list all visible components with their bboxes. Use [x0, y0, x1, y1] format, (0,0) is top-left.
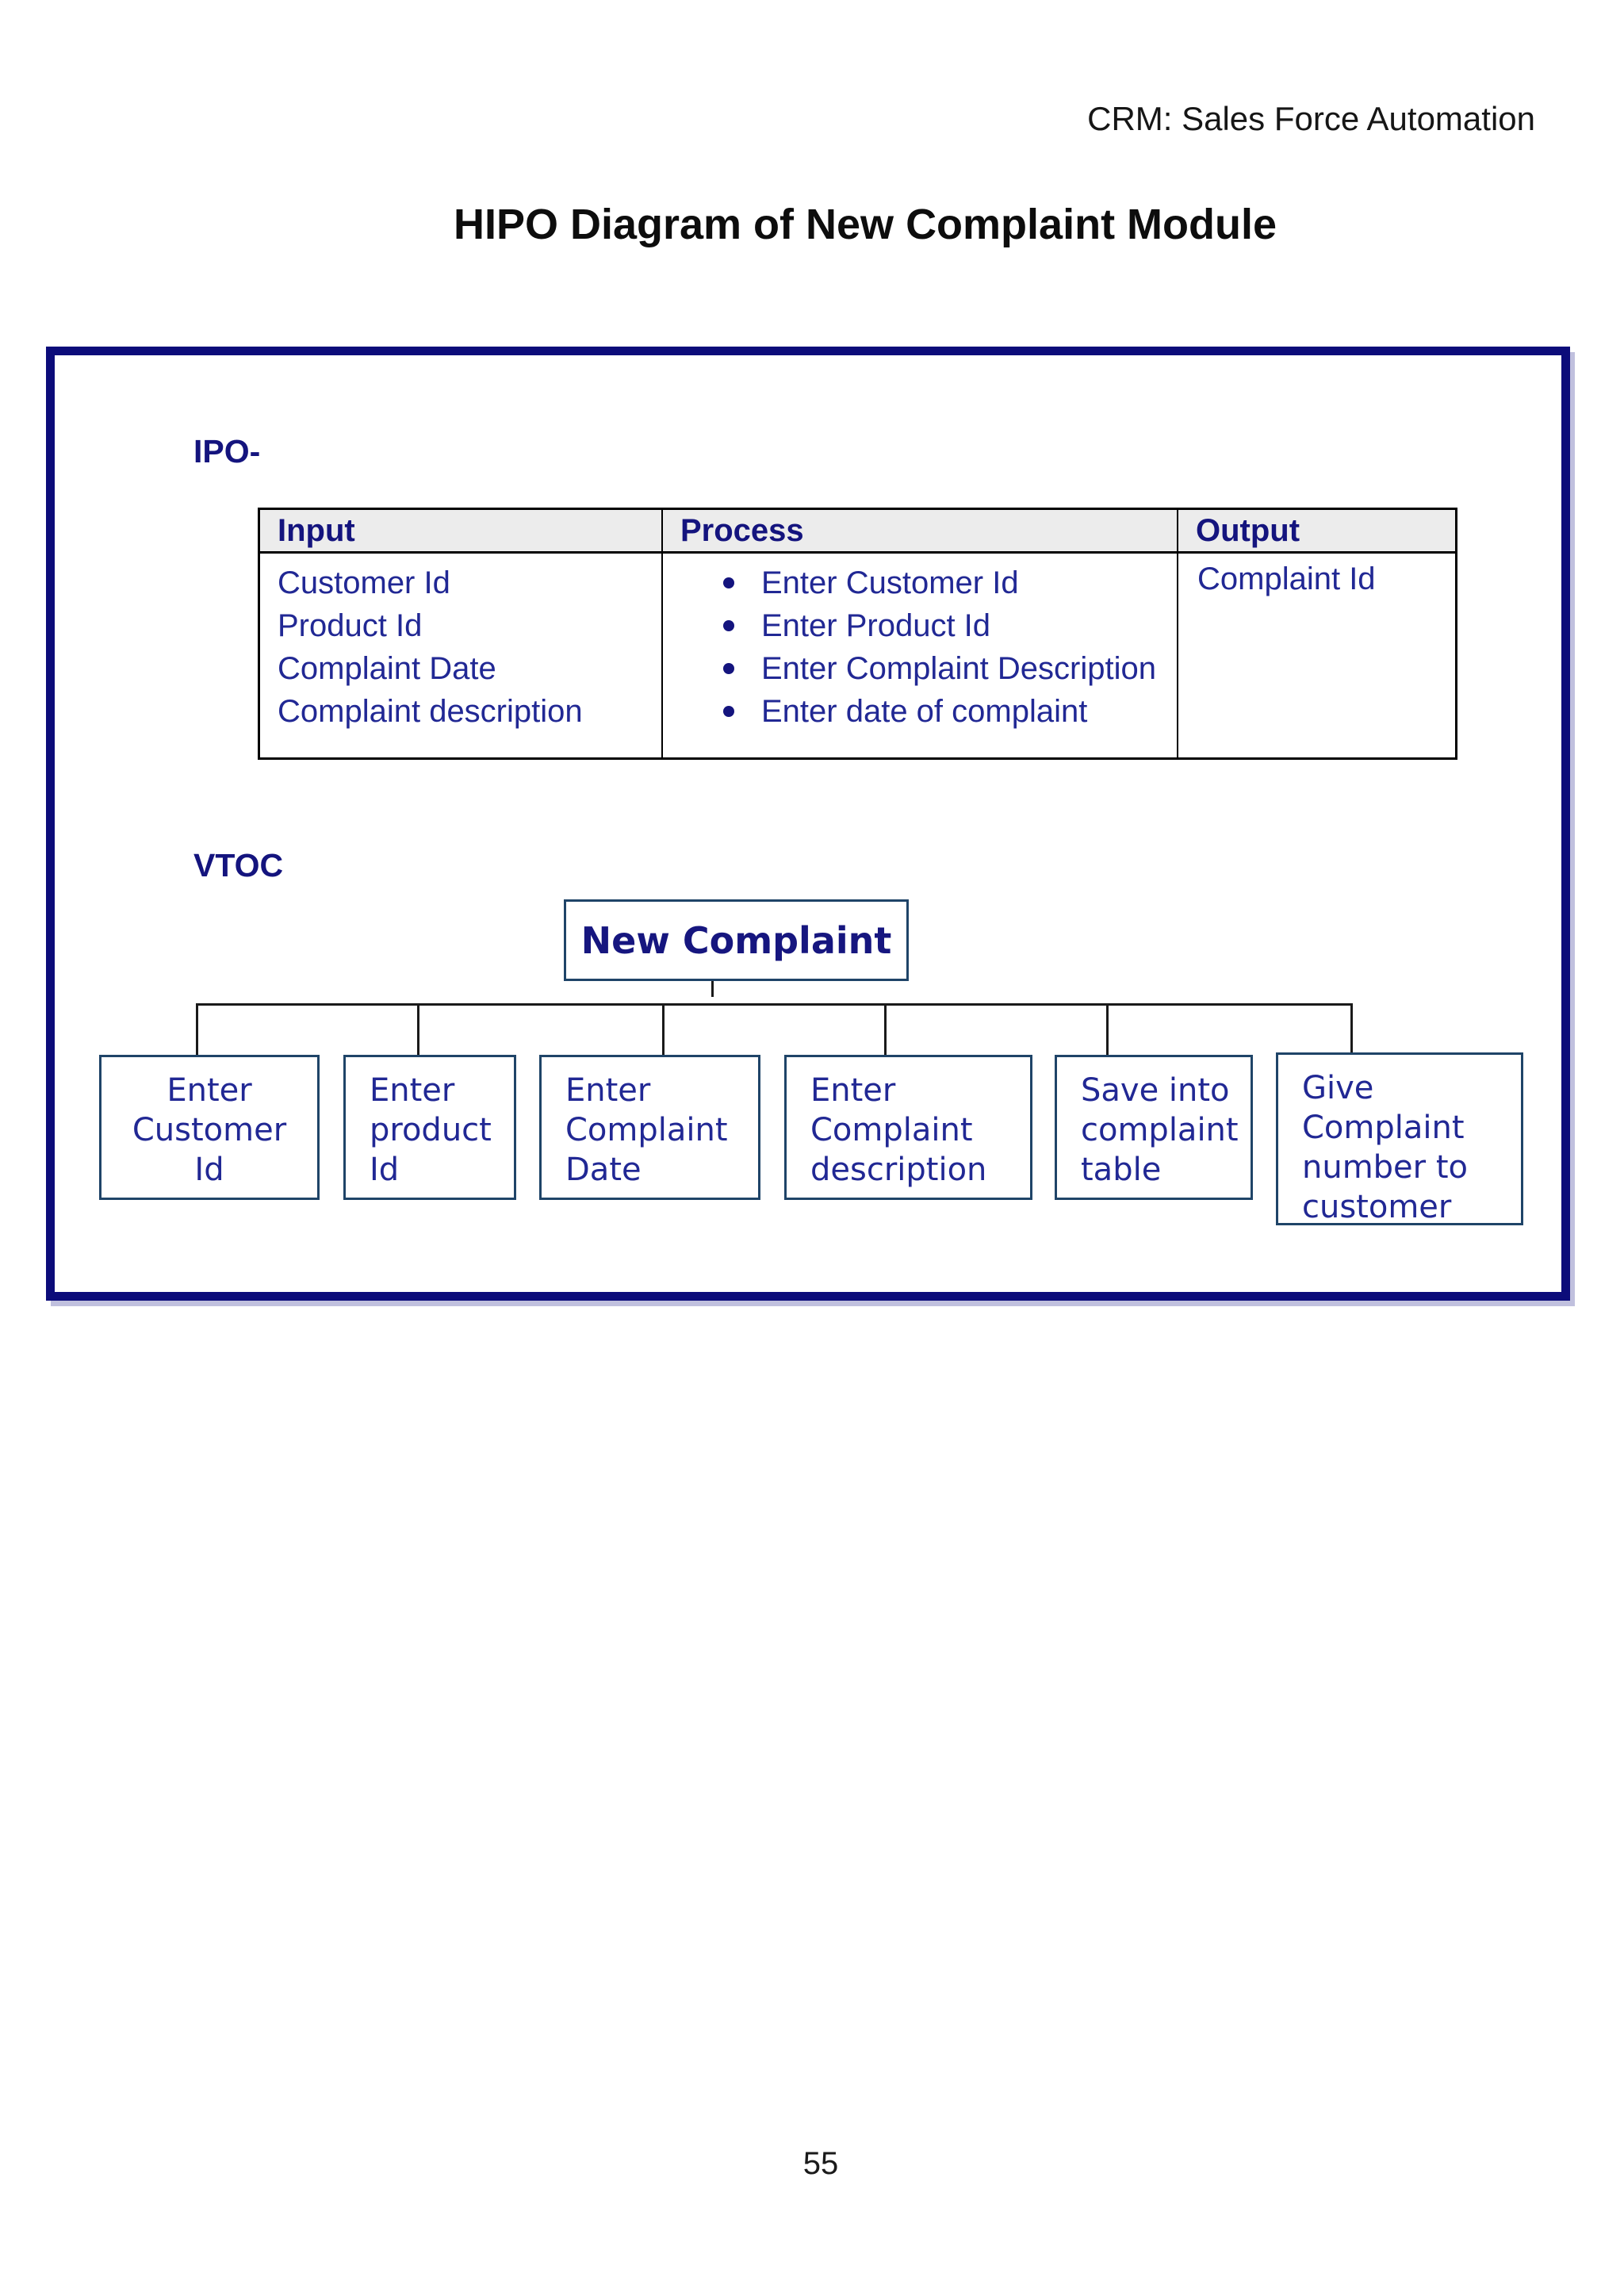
vtoc-child-box-enter-complaint-description: Enter Complaint description — [784, 1055, 1032, 1200]
vtoc-child-box-give-complaint-number: Give Complaint number to customer — [1276, 1052, 1523, 1225]
process-item: Enter date of complaint — [663, 690, 1177, 733]
output-cell: Complaint Id — [1177, 554, 1455, 757]
connector-horizontal — [196, 1003, 1353, 1006]
output-item: Complaint Id — [1197, 562, 1376, 596]
vtoc-child-label: Enter product Id — [370, 1072, 492, 1188]
process-item: Enter Complaint Description — [663, 647, 1177, 690]
vtoc-child-label: Enter Complaint description — [810, 1072, 987, 1188]
diagram-frame: IPO- Input Process Output Customer Id Pr… — [46, 347, 1570, 1301]
process-cell: Enter Customer Id Enter Product Id Enter… — [661, 554, 1177, 757]
ipo-table-body-row: Customer Id Product Id Complaint Date Co… — [260, 554, 1455, 757]
input-cell: Customer Id Product Id Complaint Date Co… — [260, 554, 661, 757]
connector-stub — [662, 1006, 665, 1055]
connector-stub — [417, 1006, 419, 1055]
column-header-input: Input — [278, 513, 355, 548]
vtoc-child-label: Enter Customer Id — [132, 1072, 287, 1188]
input-items-list: Customer Id Product Id Complaint Date Co… — [260, 562, 661, 733]
connector-stub — [1350, 1006, 1353, 1052]
input-item: Complaint Date — [278, 651, 496, 686]
input-item: Customer Id — [278, 565, 450, 600]
vtoc-child-label: Save into complaint table — [1081, 1072, 1239, 1188]
connector-stub — [884, 1006, 887, 1055]
vtoc-child-label: Give Complaint number to customer — [1302, 1070, 1468, 1225]
vtoc-child-box-enter-complaint-date: Enter Complaint Date — [539, 1055, 760, 1200]
process-items-list: Enter Customer Id Enter Product Id Enter… — [663, 562, 1177, 733]
vtoc-section-label: VTOC — [193, 847, 284, 884]
input-item: Product Id — [278, 608, 423, 643]
ipo-section-label: IPO- — [193, 433, 261, 470]
ipo-table-header-row: Input Process Output — [260, 510, 1455, 554]
vtoc-child-box-enter-product-id: Enter product Id — [343, 1055, 516, 1200]
process-item: Enter Product Id — [663, 604, 1177, 647]
process-item: Enter Customer Id — [663, 562, 1177, 604]
vtoc-child-box-enter-customer-id: Enter Customer Id — [99, 1055, 320, 1200]
ipo-table: Input Process Output Customer Id Product… — [258, 508, 1457, 760]
vtoc-child-box-save-into-complaint-table: Save into complaint table — [1055, 1055, 1253, 1200]
document-header-text: CRM: Sales Force Automation — [1087, 100, 1535, 137]
input-item: Complaint description — [278, 694, 583, 729]
column-header-output: Output — [1177, 510, 1455, 551]
vtoc-root-box: New Complaint — [564, 899, 909, 981]
connector-root-vertical — [711, 981, 714, 997]
page-number: 55 — [802, 2146, 839, 2181]
connector-stub — [196, 1006, 198, 1055]
vtoc-child-label: Enter Complaint Date — [565, 1072, 728, 1188]
vtoc-root-label: New Complaint — [580, 918, 892, 962]
column-header-process: Process — [661, 510, 1177, 551]
page-title: HIPO Diagram of New Complaint Module — [453, 201, 1277, 248]
connector-stub — [1106, 1006, 1109, 1055]
